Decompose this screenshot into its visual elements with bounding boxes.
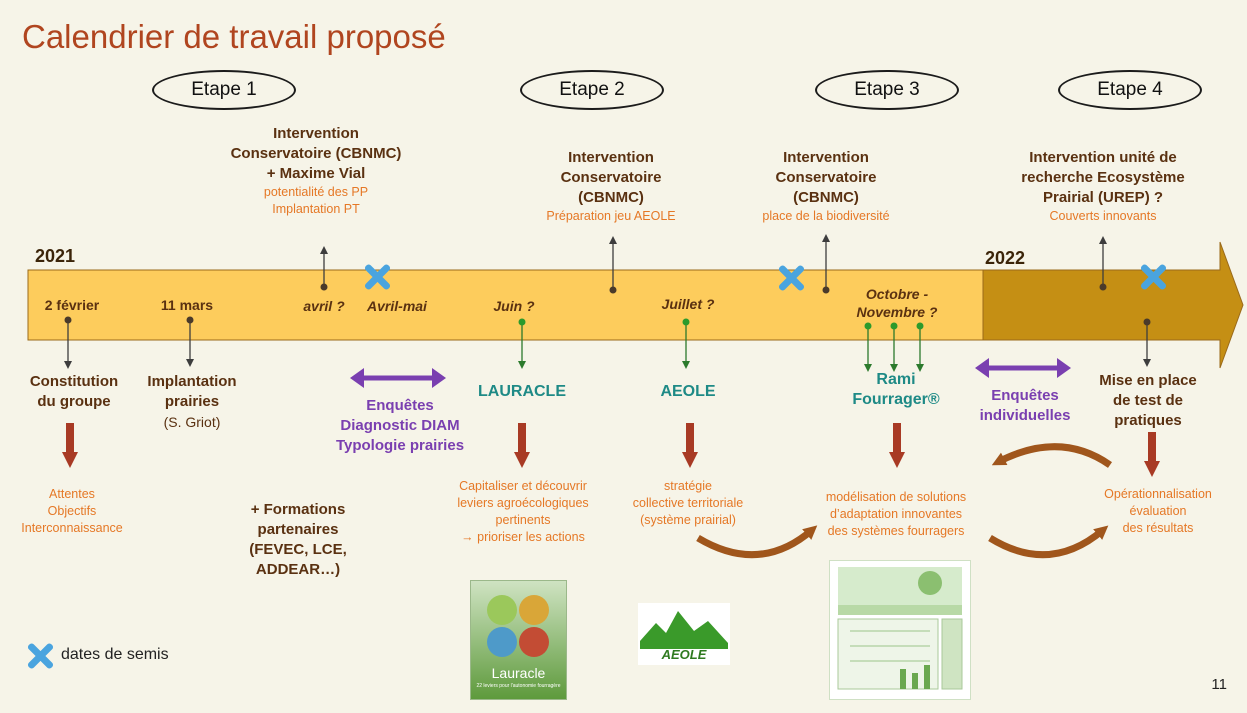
seed-date-cross-icon [362, 262, 392, 292]
enquetes-double-arrow-1 [350, 368, 446, 388]
aeole-logo-mountain [640, 611, 728, 649]
aeole-label: AEOLE [660, 383, 716, 400]
rami-fourrager-screenshot-image [829, 560, 971, 700]
slide-title: Calendrier de travail proposé [22, 18, 446, 55]
rami-fourrager: Rami Fourrager® [852, 371, 940, 408]
step-1-ellipse: Etape 1 [152, 70, 296, 110]
year-2022: 2022 [985, 248, 1026, 268]
outcome-capitaliser: Capitaliser et découvrir leviers agroéco… [457, 479, 589, 544]
seed-date-cross-icon [1138, 262, 1168, 292]
date-2-fevrier: 2 février [44, 297, 100, 313]
year-2021: 2021 [35, 246, 76, 266]
lauracle-cover-image: Lauracle 22 leviers pour l'autonomie fou… [470, 580, 567, 700]
implantation-prairies: Implantation prairies (S. Griot) [147, 373, 237, 430]
constitution-groupe: Constitution du groupe [29, 373, 119, 410]
outcome-strategie: stratégie collective territoriale (systè… [632, 479, 744, 527]
outcome-modelisation: modélisation de solutions d’adaptation i… [825, 490, 967, 538]
step-2-ellipse: Etape 2 [520, 70, 664, 110]
legend-dates-de-semis: dates de semis [61, 646, 169, 663]
intervention-3: Intervention Conservatoire (CBNMC) place… [762, 149, 890, 223]
enquetes-diagnostic: Enquêtes Diagnostic DIAM Typologie prair… [335, 397, 465, 454]
rami-fourrager-illustration [837, 567, 963, 690]
page-number: 11 [1211, 676, 1227, 693]
date-octobre-novembre: Octobre - Novembre ? [856, 286, 938, 320]
outcome-attentes: Attentes Objectifs Interconnaissance [21, 487, 123, 535]
intervention-2: Intervention Conservatoire (CBNMC) Prépa… [546, 149, 676, 223]
outcome-operationnalisation: Opérationnalisation évaluation des résul… [1104, 487, 1212, 535]
timeline-2022-arrow [982, 241, 1244, 369]
aeole-logo-image: AEOLE [638, 603, 730, 665]
step-4-ellipse: Etape 4 [1058, 70, 1202, 110]
enquetes-double-arrow-2 [975, 358, 1071, 378]
intervention-4: Intervention unité de recherche Ecosystè… [1021, 149, 1185, 223]
date-juillet: Juillet ? [661, 296, 715, 312]
step-3-ellipse: Etape 3 [815, 70, 959, 110]
date-avril-mai: Avril-mai [367, 298, 427, 314]
intervention-1: Intervention Conservatoire (CBNMC) + Max… [230, 125, 402, 216]
lauracle-label: LAURACLE [478, 383, 566, 400]
mise-en-place: Mise en place de test de pratiques [1099, 372, 1197, 429]
date-avril: avril ? [303, 298, 345, 314]
date-11-mars: 11 mars [160, 297, 214, 313]
outcome-formations: + Formations partenaires (FEVEC, LCE, AD… [249, 501, 347, 578]
date-juin: Juin ? [493, 298, 535, 314]
legend-cross-icon [25, 641, 55, 671]
enquetes-individuelles: Enquêtes individuelles [979, 387, 1071, 424]
seed-date-cross-icon [776, 263, 806, 293]
